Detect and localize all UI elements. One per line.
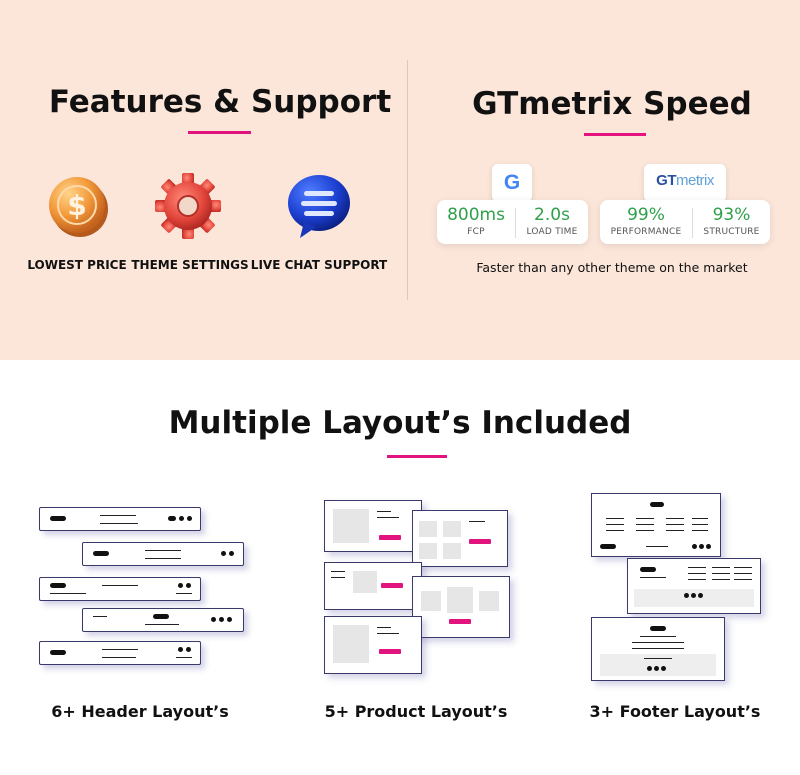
chat-bubble-icon [284, 172, 354, 244]
layout-label-footer: 3+ Footer Layout’s [589, 702, 761, 721]
stat-fcp: 800ms FCP [437, 200, 515, 244]
feature-label-live-chat: LIVE CHAT SUPPORT [250, 258, 388, 272]
gtmetrix-logo-metrix: metrix [676, 172, 714, 189]
header-layout-2 [82, 542, 244, 566]
dollar-coin-icon: $ [44, 172, 112, 244]
speed-title: GTmetrix Speed [472, 86, 752, 122]
svg-text:$: $ [67, 189, 86, 222]
stat-structure-value: 93% [712, 205, 751, 225]
product-layout-5 [324, 616, 422, 674]
layout-label-header: 6+ Header Layout’s [51, 702, 229, 721]
header-layout-4 [82, 608, 244, 632]
header-layout-1 [39, 507, 201, 531]
stat-performance-label: PERFORMANCE [610, 227, 682, 237]
stat-structure-label: STRUCTURE [703, 227, 760, 237]
features-title: Features & Support [48, 84, 392, 120]
stat-separator [515, 208, 516, 238]
product-layout-2 [412, 510, 508, 567]
speed-title-underline [584, 133, 646, 136]
section-divider [407, 60, 408, 300]
header-layout-5 [39, 641, 201, 665]
gtmetrix-logo-gt: GT [656, 172, 676, 189]
footer-layout-3 [591, 617, 725, 681]
stat-fcp-value: 800ms [447, 205, 505, 225]
stat-performance: 99% PERFORMANCE [600, 200, 692, 244]
google-stats-card: 800ms FCP 2.0s LOAD TIME [437, 200, 588, 244]
product-layout-1 [324, 500, 422, 552]
gtmetrix-logo: GTmetrix [644, 164, 726, 202]
product-layout-3 [324, 562, 422, 610]
google-logo: G [492, 164, 532, 202]
speed-tagline: Faster than any other theme on the marke… [476, 260, 748, 275]
stat-structure: 93% STRUCTURE [693, 200, 770, 244]
feature-label-lowest-price: LOWEST PRICE [27, 258, 127, 272]
stat-performance-value: 99% [627, 205, 665, 225]
stat-load-time-value: 2.0s [534, 205, 570, 225]
features-title-underline [188, 131, 251, 134]
layouts-title-underline [387, 455, 447, 458]
footer-layout-2 [627, 558, 761, 614]
layout-label-product: 5+ Product Layout’s [324, 702, 508, 721]
stat-separator [692, 208, 693, 238]
gear-icon [153, 171, 223, 245]
stat-fcp-label: FCP [467, 227, 485, 237]
feature-label-theme-settings: THEME SETTINGS [131, 258, 249, 272]
stat-load-time: 2.0s LOAD TIME [516, 200, 588, 244]
product-layout-4 [412, 576, 510, 638]
stat-load-time-label: LOAD TIME [526, 227, 578, 237]
footer-layout-1 [591, 493, 721, 557]
header-layout-3 [39, 577, 201, 601]
gtmetrix-stats-card: 99% PERFORMANCE 93% STRUCTURE [600, 200, 770, 244]
google-g-icon: G [503, 171, 521, 194]
layouts-title: Multiple Layout’s Included [168, 405, 632, 441]
